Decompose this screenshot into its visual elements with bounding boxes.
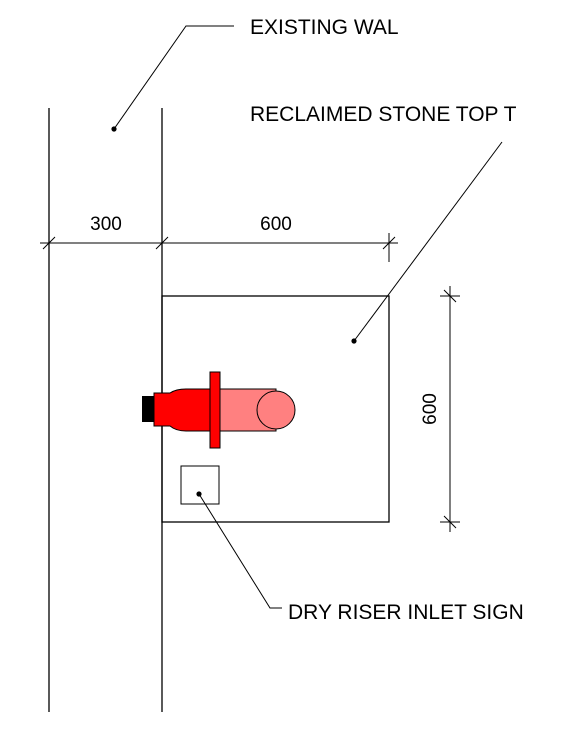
inlet-cap: [142, 396, 156, 422]
label-inlet-sign: DRY RISER INLET SIGN: [288, 601, 524, 624]
leader-dot: [196, 491, 202, 497]
leader-existing-wall: EXISTING WAL: [111, 16, 399, 132]
label-stone-top: RECLAIMED STONE TOP T: [250, 103, 517, 126]
leader-line: [113, 25, 234, 130]
leader-line: [198, 493, 282, 609]
leader-stone-top: RECLAIMED STONE TOP T: [250, 103, 517, 344]
dimension-wall-thickness: 300: [90, 214, 122, 235]
dimension-tick: [443, 289, 457, 303]
dimension-tick: [382, 236, 396, 250]
inlet-sign-box-icon: [180, 465, 220, 505]
vertical-dimension: 600: [420, 286, 460, 532]
dimension-slab-depth: 600: [420, 393, 441, 425]
label-existing-wall: EXISTING WAL: [250, 16, 399, 39]
inlet-body: [153, 388, 211, 432]
dry-riser-inlet-icon: [142, 371, 296, 449]
leader-dot: [351, 338, 357, 344]
dimension-tick: [42, 236, 56, 250]
inlet-pipe-end: [256, 390, 296, 430]
dimension-tick: [155, 236, 169, 250]
leader-dot: [111, 126, 117, 132]
dimension-slab-width: 600: [260, 214, 292, 235]
inlet-flange: [209, 371, 221, 449]
dimension-tick: [443, 515, 457, 529]
leader-inlet-sign: DRY RISER INLET SIGN: [196, 491, 524, 624]
horizontal-dimension: 300 600: [40, 214, 398, 262]
leader-line: [353, 141, 503, 342]
